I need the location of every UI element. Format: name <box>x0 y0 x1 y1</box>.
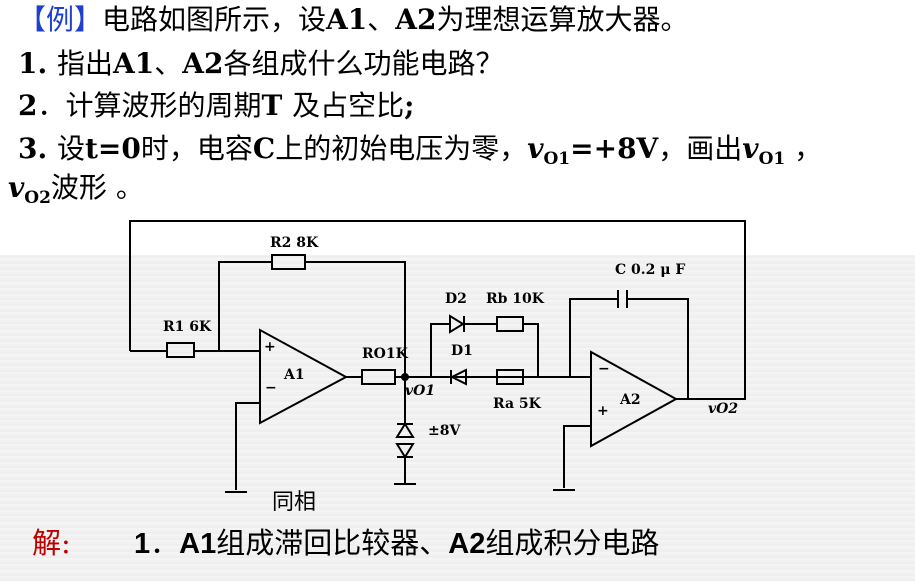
example-tag: 【例】 <box>18 3 103 36</box>
label-rb: Rb 10K <box>486 291 544 307</box>
label-capacitor: C 0.2 μ F <box>615 262 686 278</box>
question-2: 2．计算波形的周期T 及占空比; <box>18 89 415 122</box>
question-1: 1. 指出A1、A2各组成什么功能电路？ <box>18 47 504 80</box>
question-3-line1: 3. 设t=0时，电容C上的初始电压为零，vO1=+8V，画出vO1 ， <box>18 132 823 169</box>
label-vo1: vO1 <box>405 383 436 399</box>
diode-d1 <box>449 368 467 386</box>
background-band <box>0 255 915 581</box>
opamp-a2 <box>590 350 679 448</box>
answer-label: 解: <box>32 526 71 560</box>
label-zener: ±8V <box>428 423 461 439</box>
label-vo2: vO2 <box>708 401 739 417</box>
zener-down <box>395 443 415 459</box>
label-ro: RO1K <box>362 346 408 362</box>
resistor-r1 <box>166 342 195 358</box>
resistor-ra <box>496 369 524 385</box>
label-r2: R2 8K <box>270 235 319 251</box>
label-a2: A2 <box>620 392 641 408</box>
a1-minus-sign: − <box>265 380 277 396</box>
resistor-ro <box>361 369 396 385</box>
answer-line-1: 1．A1组成滞回比较器、A2组成积分电路 <box>134 528 660 560</box>
a1-plus-sign: + <box>264 339 276 355</box>
label-ra: Ra 5K <box>493 396 541 412</box>
outer-feedback-wire <box>129 220 746 400</box>
label-tongxiang: 同相 <box>272 490 317 515</box>
a2-plus-sign: + <box>597 403 609 419</box>
resistor-rb <box>496 316 524 332</box>
label-a1: A1 <box>284 367 305 383</box>
diode-d2 <box>449 314 465 334</box>
question-3-line2: vO2波形 。 <box>8 171 144 208</box>
a2-minus-sign: − <box>598 361 610 377</box>
resistor-r2 <box>271 254 306 270</box>
zener-up <box>395 422 415 438</box>
opamp-a1 <box>259 328 349 425</box>
label-r1: R1 6K <box>163 319 212 335</box>
label-d2: D2 <box>445 291 467 307</box>
label-d1: D1 <box>451 343 473 359</box>
problem-line-intro: 【例】电路如图所示，设A1、A2为理想运算放大器。 <box>18 3 689 36</box>
